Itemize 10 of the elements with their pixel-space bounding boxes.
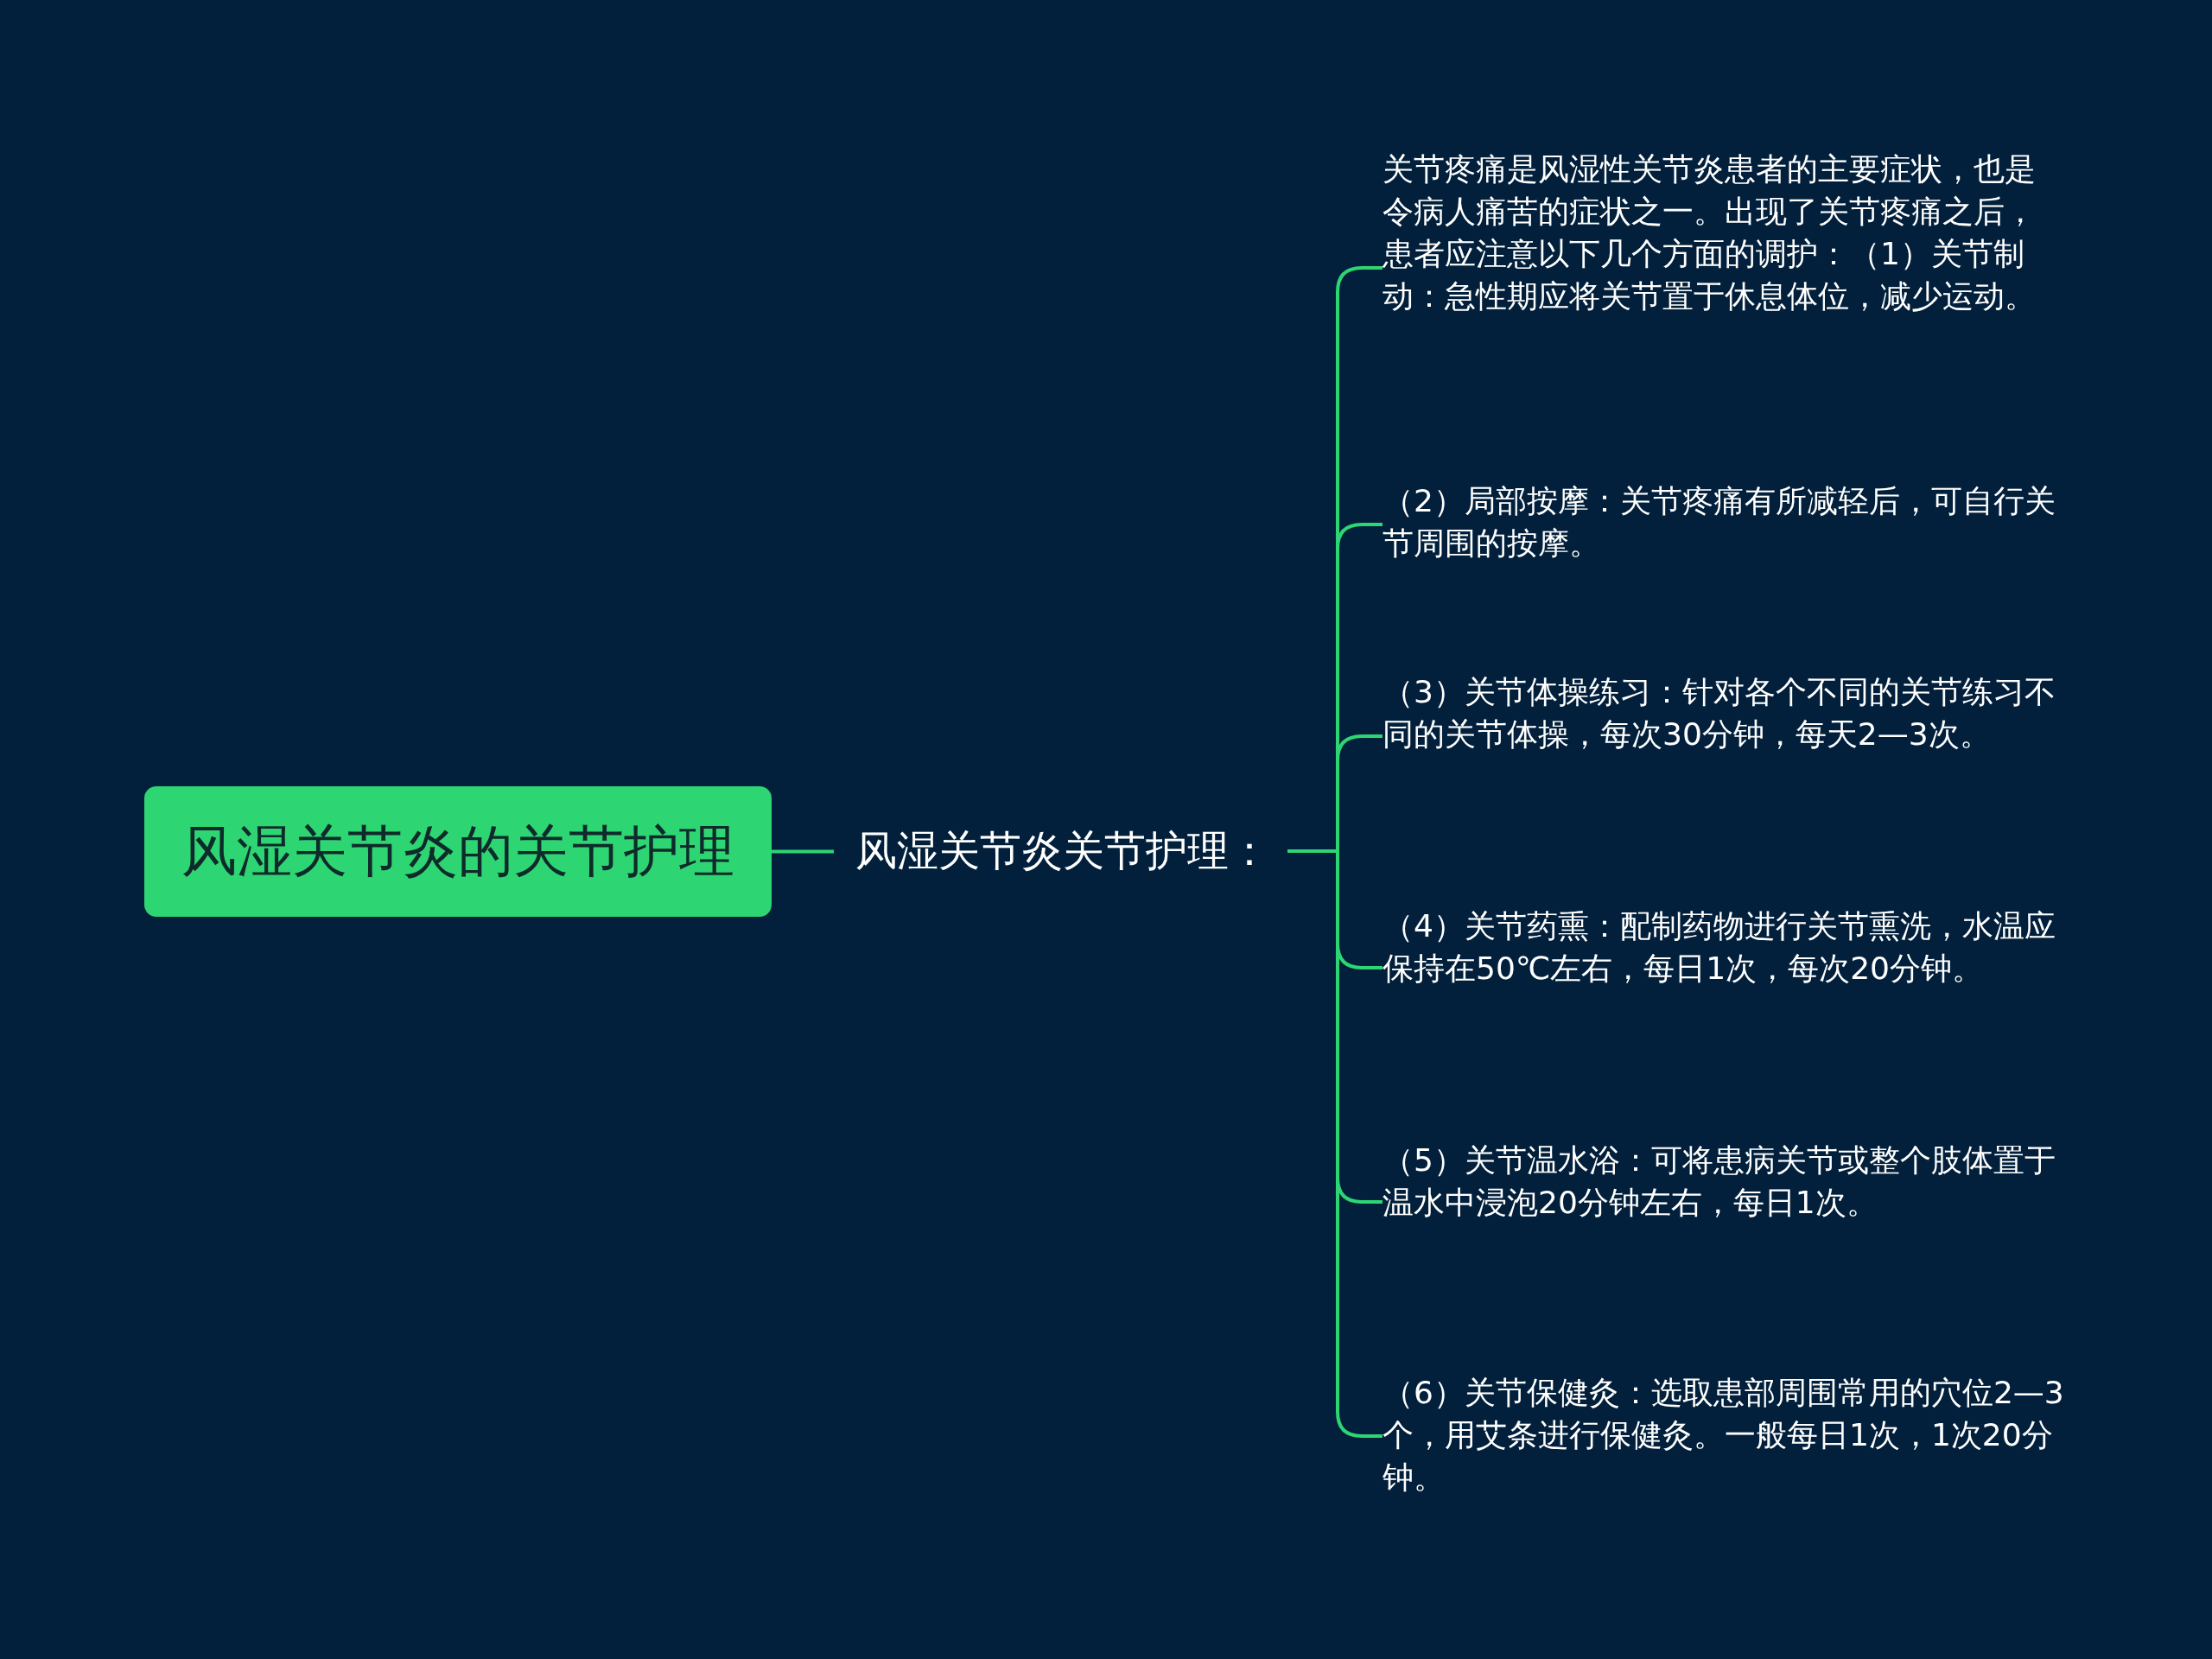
connector-line: [1287, 849, 1382, 1438]
note-text: （5）关节温水浴：可将患病关节或整个肢体置于温水中浸泡20分钟左右，每日1次。: [1382, 1139, 2065, 1224]
connector-line: [772, 849, 834, 854]
note-text: （6）关节保健灸：选取患部周围常用的穴位2—3个，用艾条进行保健灸。一般每日1次，1次20分钟。: [1382, 1371, 2065, 1498]
topic-box: 风湿关节炎的关节护理: [144, 786, 772, 917]
subtopic-text: 风湿关节炎关节护理：: [855, 821, 1270, 881]
note-text: （4）关节药熏：配制药物进行关节熏洗，水温应保持在50℃左右，每日1次，每次20分钟。: [1382, 905, 2065, 989]
note-text: 关节疼痛是风湿性关节炎患者的主要症状，也是令病人痛苦的症状之一。出现了关节疼痛之后，患者应注意以下几个方面的调护：（1）关节制动：急性期应将关节置于休息体位，减少运动。: [1382, 148, 2065, 317]
note-text: （3）关节体操练习：针对各个不同的关节练习不同的关节体操，每次30分钟，每天2—3次。: [1382, 671, 2065, 755]
note-text: （2）局部按摩：关节疼痛有所减轻后，可自行关节周围的按摩。: [1382, 480, 2065, 564]
